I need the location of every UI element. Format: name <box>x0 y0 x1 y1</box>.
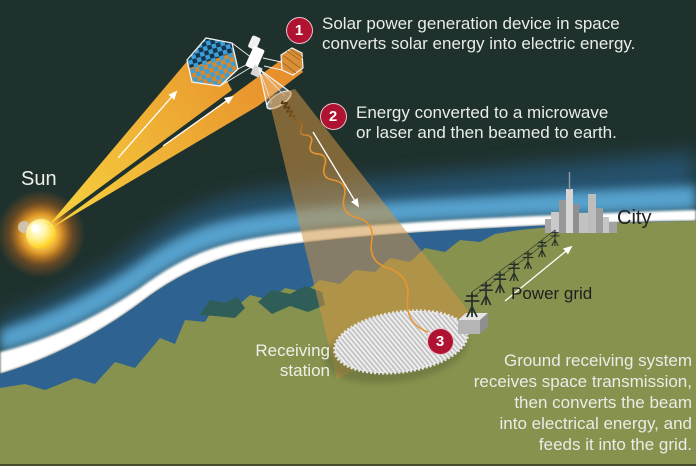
solar-panel-right <box>262 47 304 76</box>
step-1-line-2: converts solar energy into electric ener… <box>322 34 636 53</box>
city-label: City <box>617 207 652 229</box>
step-3-line-1: Ground receiving system <box>503 351 692 370</box>
solar-panel-left <box>186 37 254 87</box>
step-1-text: Solar power generation device in space c… <box>322 14 635 54</box>
step-3-line-2: receives space transmission, <box>473 372 692 391</box>
ground-station-building <box>458 313 488 334</box>
step-3-badge: 3 <box>426 327 454 355</box>
receiving-station-line-1: Receiving <box>255 341 330 360</box>
microwave-wave-icon <box>280 100 429 333</box>
step-2-number: 2 <box>328 107 338 125</box>
sun-label: Sun <box>21 168 57 190</box>
step-2-badge: 2 <box>319 102 347 130</box>
satellite-icon <box>186 35 304 110</box>
step-1-badge: 1 <box>285 16 313 44</box>
step-2-line-1: Energy converted to a microwave <box>356 103 609 122</box>
microwave-beam <box>268 89 470 379</box>
receiving-array-icon <box>333 309 469 375</box>
step-3-text: Ground receiving system receives space t… <box>474 350 692 455</box>
step-2-line-2: or laser and then beamed to earth. <box>356 123 617 142</box>
water-inlet <box>200 286 325 318</box>
satellite-body <box>245 35 265 78</box>
bottom-border <box>0 464 696 466</box>
city-skyline-icon <box>545 172 617 233</box>
step-3-line-4: into electrical energy, and <box>499 414 692 433</box>
sunlight-arrows <box>117 90 234 159</box>
step-3-line-5: feeds it into the grid. <box>538 435 692 454</box>
step-3-line-3: then converts the beam <box>514 393 692 412</box>
power-grid-label: Power grid <box>511 284 593 303</box>
receiving-station-line-2: station <box>279 361 330 380</box>
step-1-number: 1 <box>294 21 304 39</box>
step-3-number: 3 <box>435 332 445 350</box>
step-2-text: Energy converted to a microwave or laser… <box>356 103 617 143</box>
step-1-line-1: Solar power generation device in space <box>322 14 620 33</box>
receiving-station-label: Receiving station <box>255 341 330 381</box>
beam-arrow <box>312 131 360 208</box>
grid-arrow <box>504 245 573 302</box>
white-atmosphere-band <box>0 210 696 374</box>
